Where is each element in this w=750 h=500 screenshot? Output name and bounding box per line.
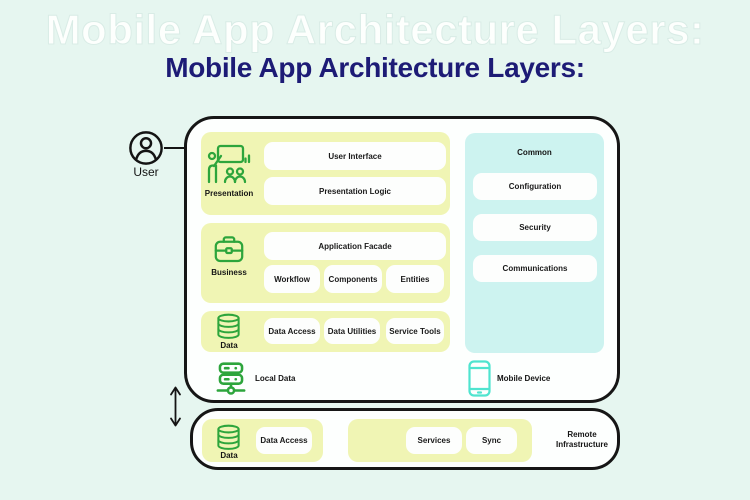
workflow-box: Workflow [264, 265, 320, 293]
remote-data-label: Data [220, 451, 238, 460]
application-facade-box: Application Facade [264, 232, 446, 260]
communications-box: Communications [473, 255, 597, 282]
data-access-box: Data Access [264, 318, 320, 344]
common-section [465, 133, 604, 353]
security-box: Security [473, 214, 597, 241]
sync-box: Sync [466, 427, 517, 454]
components-box: Components [324, 265, 382, 293]
user-icon [129, 131, 163, 165]
data-utilities-box: Data Utilities [324, 318, 380, 344]
service-tools-box: Service Tools [386, 318, 444, 344]
remote-database-icon [217, 424, 240, 450]
remote-data-access-box: Data Access [256, 427, 312, 454]
user-label: User [133, 165, 159, 179]
mobile-device-label: Mobile Device [497, 374, 551, 383]
sync-double-arrow-icon [170, 386, 181, 427]
business-icon [214, 236, 244, 263]
remote-infrastructure-label: Remote Infrastructure [555, 430, 608, 449]
page-title: Mobile App Architecture Layers: [165, 52, 585, 83]
mobile-device-icon [468, 360, 491, 397]
entities-box: Entities [386, 265, 444, 293]
local-data-label: Local Data [255, 374, 296, 383]
data-label: Data [220, 341, 238, 350]
local-data-server-icon [216, 362, 246, 395]
presentation-logic-box: Presentation Logic [264, 177, 446, 205]
business-label: Business [211, 268, 247, 277]
ghost-title: Mobile App Architecture Layers: [45, 6, 705, 53]
presentation-icon [207, 144, 251, 184]
common-label: Common [517, 148, 552, 157]
configuration-box: Configuration [473, 173, 597, 200]
data-database-icon [217, 313, 240, 339]
user-interface-box: User Interface [264, 142, 446, 170]
services-box: Services [406, 427, 462, 454]
presentation-label: Presentation [204, 189, 254, 198]
